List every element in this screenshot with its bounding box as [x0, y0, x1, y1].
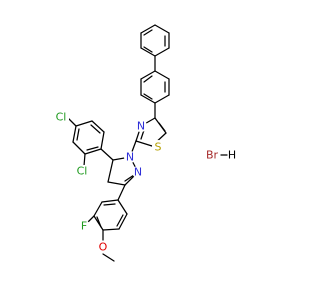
thiazole-nitrogen: N — [135, 120, 147, 133]
atom-label-cl: Cl — [77, 165, 88, 178]
bond-double-inner — [86, 146, 99, 151]
bond — [154, 94, 170, 104]
fluorine: F — [78, 220, 90, 233]
bond — [102, 228, 120, 231]
bond — [154, 70, 170, 80]
bond — [101, 199, 119, 203]
bond — [102, 253, 115, 262]
chlorine-para: Cl — [53, 111, 69, 124]
bond-double-inner — [143, 29, 153, 36]
bonds — [67, 24, 170, 262]
bond — [140, 24, 156, 34]
bond — [100, 131, 105, 150]
atom-label-cl: Cl — [56, 111, 67, 124]
bond — [140, 47, 156, 57]
bond-double-inner — [90, 124, 101, 134]
bond — [87, 215, 95, 223]
bond — [91, 120, 105, 133]
chlorine-ortho: Cl — [74, 165, 90, 178]
bond-double-inner — [143, 75, 153, 83]
bond — [83, 153, 86, 167]
bond — [93, 215, 104, 231]
bond — [135, 140, 153, 147]
bond — [72, 125, 77, 143]
salt-br-label: Br — [206, 149, 219, 162]
bond — [67, 117, 77, 127]
bond — [154, 24, 170, 34]
atom-labels: N S N N Cl Cl F O — [53, 111, 164, 254]
bond — [117, 199, 128, 215]
atom-label-n: N — [134, 166, 142, 179]
bond-double-inner — [143, 93, 153, 100]
pyrazoline-n1: N — [124, 151, 136, 164]
bond — [72, 141, 86, 155]
hbr-salt: Br H — [206, 149, 236, 162]
bond — [140, 94, 156, 104]
bond-double-inner — [103, 203, 116, 206]
bond — [118, 213, 128, 230]
pyrazoline-n2: N — [132, 166, 144, 179]
bond-double-inner — [76, 128, 80, 141]
bond — [93, 201, 103, 217]
bond — [84, 148, 102, 155]
atom-label-f: F — [81, 220, 87, 233]
atom-label-s: S — [155, 141, 162, 154]
bond — [100, 148, 114, 161]
bond-double-inner — [143, 46, 153, 53]
bond-double-inner — [158, 122, 166, 132]
atom-label-n: N — [126, 151, 134, 164]
oxygen: O — [97, 241, 109, 254]
bond — [140, 70, 156, 80]
salt-h-label: H — [228, 149, 236, 162]
atom-label-n: N — [137, 120, 145, 133]
bond — [154, 47, 170, 57]
bond — [107, 159, 114, 183]
bond-double-inner — [124, 174, 135, 182]
bond-double-inner — [116, 214, 124, 227]
bond — [117, 184, 126, 201]
bond — [107, 181, 126, 186]
molecule-diagram: N S N N Cl Cl F O Br — [53, 24, 237, 262]
thiazole-sulfur: S — [152, 140, 164, 154]
atom-label-o: O — [99, 241, 108, 254]
bond — [75, 120, 93, 127]
bond-double-inner — [96, 216, 102, 228]
bond-double-inner — [140, 129, 145, 140]
